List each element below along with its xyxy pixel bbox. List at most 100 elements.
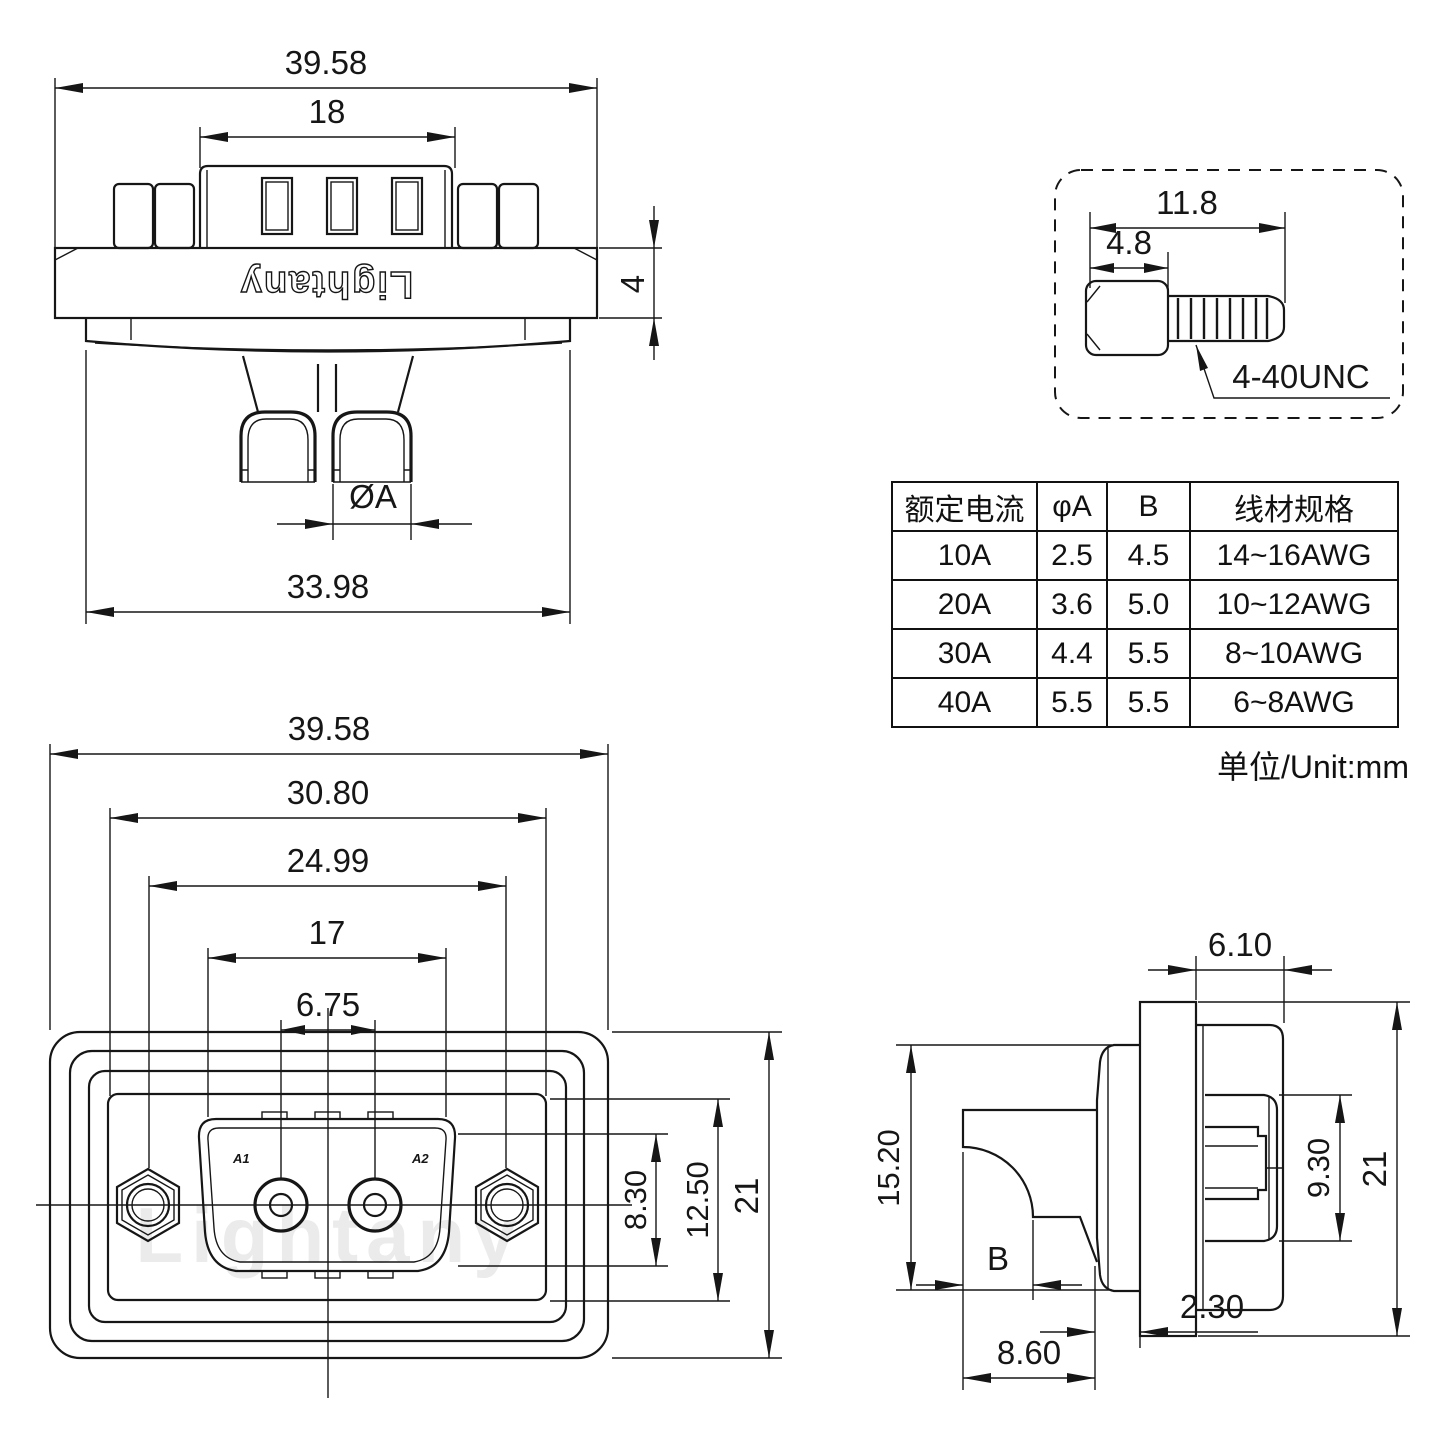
pin2-label: A2: [411, 1151, 429, 1166]
col-header-rated-current: 额定电流: [891, 481, 1038, 532]
rating-table: 额定电流 φA B 线材规格 10A 2.5 4.5 14~16AWG 20A …: [891, 481, 1399, 728]
dim-top-pin-dia: ØA: [277, 478, 472, 540]
side-contact-pin: [1205, 1125, 1283, 1201]
col-header-phi-a: φA: [1036, 481, 1108, 532]
cell-phi-a: 3.6: [1036, 579, 1108, 630]
dim-side-height: 21: [1198, 1001, 1410, 1337]
dim-text: 21: [728, 1178, 765, 1215]
top-view-flange: [53, 246, 599, 320]
cell-phi-a: 2.5: [1036, 530, 1108, 581]
dim-front-shell: 17: [207, 914, 447, 1117]
table-row: 20A 3.6 5.0 10~12AWG: [891, 579, 1399, 630]
screw-detail: 11.8 4.8 4-40UNC: [1054, 169, 1404, 419]
dim-side-shroud-height: 9.30: [1279, 1094, 1352, 1242]
screw-head-chamfer: [1086, 285, 1101, 351]
dim-text: 24.99: [287, 842, 370, 879]
top-view-screw-block: [153, 182, 196, 250]
top-view-center-slot: [316, 364, 338, 412]
solder-cup-left: [239, 410, 317, 482]
cell-current: 20A: [891, 579, 1038, 630]
dim-text: 8.30: [618, 1170, 653, 1230]
cell-phi-a: 4.4: [1036, 628, 1108, 679]
dim-text: 30.80: [287, 774, 370, 811]
thread-callout: 4-40UNC: [1195, 344, 1390, 399]
dim-text: 15.20: [871, 1129, 906, 1207]
side-view: 6.10 15.20 9.30 21 B: [871, 926, 1410, 1390]
dim-side-cup-b: B: [916, 1152, 1082, 1390]
brand-logo: Lightany: [239, 263, 413, 305]
dim-text: 6.10: [1208, 926, 1272, 963]
cell-phi-a: 5.5: [1036, 677, 1108, 728]
table-header-row: 额定电流 φA B 线材规格: [891, 481, 1399, 532]
screw-head: [1084, 279, 1170, 357]
table-row: 30A 4.4 5.5 8~10AWG: [891, 628, 1399, 679]
col-header-b: B: [1106, 481, 1191, 532]
front-panel: [106, 1092, 548, 1302]
top-view-slot: [260, 176, 294, 236]
dim-text: 33.98: [287, 568, 370, 605]
top-view-slot-inner: [265, 181, 289, 231]
dim-top-flange: 4: [599, 206, 662, 360]
dim-text: 39.58: [288, 710, 371, 747]
screw-shaft: [1168, 294, 1286, 343]
top-view-slot: [390, 176, 424, 236]
dim-text: 9.30: [1301, 1138, 1336, 1198]
top-view-slot-inner: [395, 181, 419, 231]
top-view-slot: [325, 176, 359, 236]
unit-note: 单位/Unit:mm: [1216, 749, 1409, 785]
dim-front-panel-height: 12.50: [550, 1098, 730, 1302]
top-view-screw-block: [497, 182, 540, 250]
dim-front-overall: 39.58: [49, 710, 609, 1030]
dim-front-shell-height: 8.30: [458, 1133, 668, 1267]
dim-front-height: 21: [612, 1031, 782, 1359]
cell-current: 30A: [891, 628, 1038, 679]
dsub-shell-inner: [207, 1127, 447, 1263]
detail-border: [1054, 169, 1404, 419]
top-view-screw-block: [456, 182, 499, 250]
side-flange: [1138, 1000, 1198, 1338]
cell-wire: 14~16AWG: [1189, 530, 1399, 581]
dim-front-gasket: 30.80: [109, 774, 547, 1096]
dim-text: 4: [614, 275, 651, 293]
side-rear-body: [961, 1108, 1099, 1263]
dim-side-rear-height: 15.20: [871, 1044, 1112, 1291]
dim-text: 11.8: [1156, 184, 1218, 221]
dim-text: 6.75: [296, 986, 360, 1023]
pin1-label: A1: [232, 1151, 250, 1166]
table-row: 10A 2.5 4.5 14~16AWG: [891, 530, 1399, 581]
dim-top-overall: 39.58: [54, 44, 598, 247]
side-rear-neck: [1095, 1043, 1140, 1293]
dim-screw-total: 11.8: [1089, 184, 1286, 303]
solder-cup-right: [331, 410, 413, 482]
top-view-flange-chamfers: [54, 247, 598, 261]
table-row: 40A 5.5 5.5 6~8AWG: [891, 677, 1399, 728]
cell-current: 10A: [891, 530, 1038, 581]
dim-front-mount-pitch: 24.99: [148, 842, 507, 1168]
top-view-body-inner-arc: [94, 342, 563, 351]
top-view-slot-inner: [330, 181, 354, 231]
cell-wire: 6~8AWG: [1189, 677, 1399, 728]
dim-side-standoff: 2.30: [1040, 1266, 1258, 1390]
dim-top-body: 33.98: [85, 350, 571, 624]
dim-side-rear-depth: 8.60: [963, 1334, 1095, 1383]
dim-text: 8.60: [997, 1334, 1061, 1371]
dim-screw-head: 4.8: [1090, 224, 1169, 292]
front-view: Lightany A1 A2: [36, 710, 782, 1398]
dim-front-pin-pitch: 6.75: [280, 986, 376, 1180]
dsub-shell-outer: [197, 1117, 457, 1273]
front-outer-housing: [48, 1030, 610, 1360]
solder-cup-right-inner: [333, 418, 411, 483]
dim-text: 21: [1356, 1151, 1393, 1188]
col-header-wire-gauge: 线材规格: [1189, 481, 1399, 532]
dim-text: 12.50: [680, 1161, 715, 1239]
screw-threads: [1176, 298, 1269, 339]
dim-top-insert: 18: [199, 93, 456, 168]
cell-current: 40A: [891, 677, 1038, 728]
solder-cup-left-inner: [241, 418, 315, 483]
front-housing-2: [68, 1049, 586, 1343]
dim-text: 39.58: [285, 44, 368, 81]
dim-text: ØA: [349, 478, 397, 515]
dim-side-mate-depth: 6.10: [1148, 926, 1332, 1023]
